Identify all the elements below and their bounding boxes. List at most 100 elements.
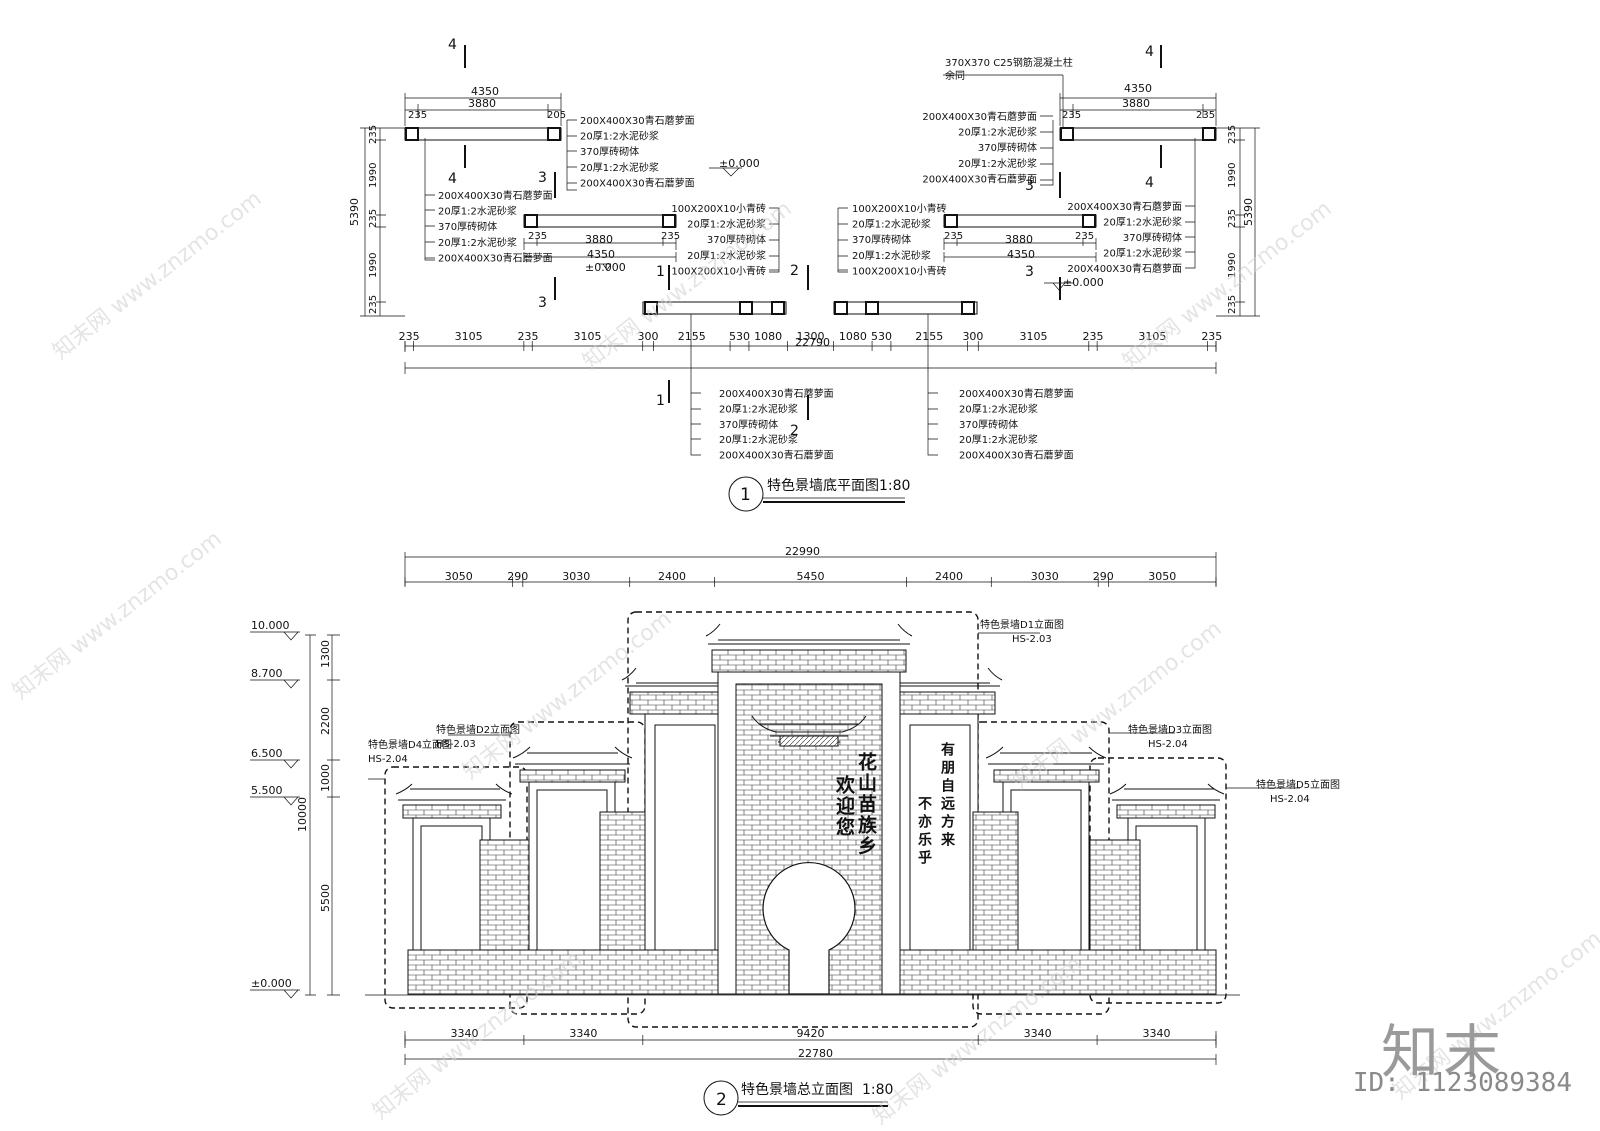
layer-topleft-2: 370厚砖砌体	[580, 145, 639, 158]
dim-mid-left-3880: 3880	[585, 233, 613, 246]
dim-top-right-3880: 3880	[1122, 97, 1150, 110]
plan-total-22790: 22790	[795, 336, 830, 349]
dim-top-right-235: 235	[1062, 110, 1081, 121]
plan-bottom-dim-15: 3105	[1138, 330, 1166, 343]
elev-top-dim-2: 3030	[562, 570, 590, 583]
section-mark-1a: 1	[656, 264, 665, 280]
dim-mid-right-4350: 4350	[1007, 248, 1035, 261]
elev-plan-b: ±0.000	[585, 261, 626, 274]
callout-d5-ref: HS-2.04	[1270, 794, 1310, 805]
layer-bottomleft-0: 200X400X30青石蘑萝面	[719, 387, 834, 400]
dim-top-right-4350: 4350	[1124, 82, 1152, 95]
column-note: 370X370 C25钢筋混凝土柱	[945, 56, 1073, 69]
elev-bottom-dim-0: 3340	[450, 1027, 478, 1040]
layer-midleft-3: 20厚1:2水泥砂浆	[438, 236, 517, 249]
hdim-1000: 1000	[319, 764, 332, 792]
level-6500: 6.500	[251, 747, 283, 760]
layer-midright-0: 200X400X30青石蘑萝面	[1067, 200, 1182, 213]
layer-centerleft-4: 100X200X10小青砖	[671, 264, 766, 277]
vdim-left-235a: 235	[368, 125, 379, 144]
layer-midright-2: 370厚砖砌体	[1123, 231, 1182, 244]
plan-bottom-dim-5: 2155	[678, 330, 706, 343]
elev-marker-number: 2	[716, 1090, 727, 1110]
plan-bottom-dim-6: 530	[729, 330, 750, 343]
layer-topleft-1: 20厚1:2水泥砂浆	[580, 130, 659, 143]
layer-topright-1: 20厚1:2水泥砂浆	[958, 126, 1037, 139]
layer-centerright-2: 370厚砖砌体	[852, 233, 911, 246]
layer-midleft-1: 20厚1:2水泥砂浆	[438, 205, 517, 218]
vdim-left-1990b: 1990	[368, 253, 379, 278]
layer-centerright-3: 20厚1:2水泥砂浆	[852, 249, 931, 262]
plan-bottom-dim-4: 300	[638, 330, 659, 343]
layer-centerright-1: 20厚1:2水泥砂浆	[852, 218, 931, 231]
vdim-right-235c: 235	[1227, 295, 1238, 314]
layer-centerright-0: 100X200X10小青砖	[852, 202, 947, 215]
callout-d3-title: 特色景墙D3立面图	[1128, 723, 1212, 736]
inscription-left-col2: 欢迎您	[833, 774, 856, 838]
layer-bottomleft-4: 200X400X30青石蘑萝面	[719, 449, 834, 462]
elev-bottom-dim-1: 3340	[569, 1027, 597, 1040]
hdim-1300: 1300	[319, 640, 332, 668]
layer-bottomright-2: 370厚砖砌体	[959, 418, 1018, 431]
layer-bottomright-1: 20厚1:2水泥砂浆	[959, 402, 1038, 415]
layer-topleft-3: 20厚1:2水泥砂浆	[580, 161, 659, 174]
plan-bottom-dim-1: 3105	[455, 330, 483, 343]
layer-topright-4: 200X400X30青石蘑萝面	[922, 172, 1037, 185]
elevation-view	[250, 552, 1300, 1116]
section-mark-4b: 4	[448, 171, 457, 187]
layer-bottomright-0: 200X400X30青石蘑萝面	[959, 387, 1074, 400]
layer-midright-4: 200X400X30青石蘑萝面	[1067, 262, 1182, 275]
callout-d5-title: 特色景墙D5立面图	[1256, 778, 1340, 791]
image-id-label: ID: 1123089384	[1352, 1068, 1572, 1098]
plan-scale: 1:80	[879, 478, 910, 494]
elev-top-dim-1: 290	[507, 570, 528, 583]
section-mark-3c: 3	[1025, 178, 1034, 194]
hdim-5500: 5500	[319, 884, 332, 912]
watermark-1: 知末网 www.znzmo.com	[48, 187, 266, 365]
brand-watermark: 知末	[1380, 1018, 1505, 1086]
plan-bottom-dim-11: 2155	[915, 330, 943, 343]
layer-topright-3: 20厚1:2水泥砂浆	[958, 157, 1037, 170]
layer-midleft-0: 200X400X30青石蘑萝面	[438, 189, 553, 202]
elev-bottom-dim-4: 3340	[1143, 1027, 1171, 1040]
plan-bottom-dim-0: 235	[399, 330, 420, 343]
elev-top-dim-8: 3050	[1148, 570, 1176, 583]
elev-top-dim-6: 3030	[1031, 570, 1059, 583]
watermark-4: 知末网 www.znzmo.com	[8, 527, 226, 705]
callout-d2-ref: HS-2.03	[436, 739, 476, 750]
layer-bottomleft-2: 370厚砖砌体	[719, 418, 778, 431]
layer-centerleft-1: 20厚1:2水泥砂浆	[687, 218, 766, 231]
hdim-2200: 2200	[319, 707, 332, 735]
layer-topleft-4: 200X400X30青石蘑萝面	[580, 176, 695, 189]
plan-marker-number: 1	[740, 485, 751, 505]
elev-top-dim-4: 5450	[797, 570, 825, 583]
section-mark-3b: 3	[538, 295, 547, 311]
vdim-left-235c: 235	[368, 295, 379, 314]
vdim-left-1990a: 1990	[368, 163, 379, 188]
level-10000: 10.000	[251, 619, 290, 632]
plan-bottom-dim-8: 1300	[797, 330, 825, 343]
callout-d3-ref: HS-2.04	[1148, 739, 1188, 750]
elev-plan-c: ±0.000	[1063, 276, 1104, 289]
dim-mid-left-235b: 235	[661, 231, 680, 242]
layer-centerleft-3: 20厚1:2水泥砂浆	[687, 249, 766, 262]
layer-midright-3: 20厚1:2水泥砂浆	[1103, 247, 1182, 260]
layer-topright-2: 370厚砖砌体	[978, 141, 1037, 154]
section-mark-2b: 2	[790, 423, 799, 439]
plan-bottom-dim-3: 3105	[573, 330, 601, 343]
layer-centerleft-0: 100X200X10小青砖	[671, 202, 766, 215]
column-note-2: 余同	[945, 69, 965, 82]
vdim-right-1990a: 1990	[1227, 163, 1238, 188]
layer-midright-1: 20厚1:2水泥砂浆	[1103, 216, 1182, 229]
plan-bottom-dim-12: 300	[962, 330, 983, 343]
elev-title: 特色景墙总立面图	[741, 1081, 853, 1098]
elev-top-dim-7: 290	[1093, 570, 1114, 583]
section-mark-1b: 1	[656, 393, 665, 409]
level-zero: ±0.000	[251, 977, 292, 990]
plan-bottom-dim-13: 3105	[1020, 330, 1048, 343]
elev-bottom-total: 22780	[798, 1047, 833, 1060]
callout-d2-title: 特色景墙D2立面图	[436, 723, 520, 736]
elev-top-dim-3: 2400	[658, 570, 686, 583]
layer-bottomleft-3: 20厚1:2水泥砂浆	[719, 433, 798, 446]
